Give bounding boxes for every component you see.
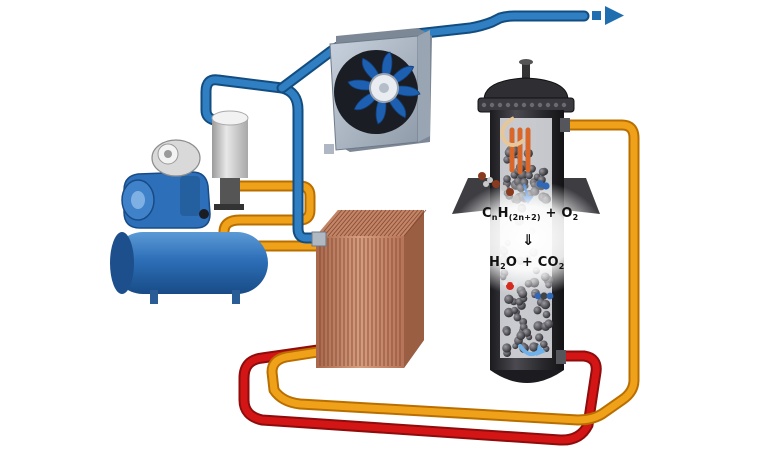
carbon-subscript: n [491, 213, 498, 222]
bolt [521, 102, 527, 108]
fin-top-line [339, 209, 363, 237]
hydrogen-symbol: H [497, 206, 509, 221]
fin-top-line [363, 209, 387, 237]
fin-top-line [399, 209, 423, 237]
bolt [529, 102, 535, 108]
catalyst-ball [503, 175, 511, 183]
co2-subscript: 2 [558, 262, 565, 271]
bolt [561, 102, 567, 108]
plus-sign: + [545, 206, 557, 221]
fin-top-line [371, 209, 395, 237]
fin-top-line [387, 209, 411, 237]
fin-top-line [351, 209, 375, 237]
fan-icon [334, 50, 421, 134]
co2-molecule-icon [534, 292, 554, 300]
bolt [513, 102, 519, 108]
bolt [497, 102, 503, 108]
catalyst-ball [525, 171, 533, 180]
catalyst-ball [529, 342, 539, 352]
hot-pipe [238, 344, 602, 446]
catalyst-ball [540, 299, 551, 310]
bolt [545, 102, 551, 108]
co2-symbol: CO [537, 255, 559, 270]
reaction-glow [450, 180, 606, 296]
catalyst-ball [516, 331, 526, 341]
fin-top-line [391, 209, 415, 237]
bolt [505, 102, 511, 108]
fin-top-line [367, 209, 391, 237]
water-h-symbol: H [489, 255, 501, 270]
bolt [537, 102, 543, 108]
fin-top-line [347, 209, 371, 237]
fin-top-line [395, 209, 419, 237]
catalyst-ball [513, 313, 522, 322]
fin-top-line [323, 209, 347, 237]
bolt [489, 102, 495, 108]
fin-top-line [343, 209, 367, 237]
catalyst-ball [544, 319, 554, 329]
carbon-symbol: C [482, 206, 492, 221]
catalyst-ball [540, 340, 548, 349]
water-o-symbol: O [505, 255, 518, 270]
catalyst-ball [533, 306, 542, 315]
bolt [553, 102, 559, 108]
oxygen-molecule-icon [536, 180, 550, 190]
fin-top-line [335, 209, 359, 237]
water-h-subscript: 2 [500, 262, 506, 271]
catalyst-ball [502, 343, 512, 353]
hydrogen-subscript: (2n+2) [508, 213, 541, 222]
fin-top-line [331, 209, 355, 237]
oxygen-subscript: 2 [572, 213, 579, 222]
arrow-right-icon [592, 6, 624, 25]
bolt [481, 102, 487, 108]
catalyst-ball [533, 321, 544, 331]
fin-top-line [375, 209, 399, 237]
fin-top-line [327, 209, 351, 237]
plus-sign: + [521, 255, 533, 270]
products-formula: H2O + CO2 [489, 255, 564, 271]
fin-top-line [379, 209, 403, 237]
heater-coil [509, 127, 531, 175]
catalyst-ball [538, 168, 547, 176]
fin-top-line [383, 209, 407, 237]
reaction-arrow: ⇓ [522, 231, 535, 249]
catalyst-ball [542, 310, 551, 319]
catalyst-ball [504, 294, 514, 304]
catalyst-ball [511, 306, 519, 314]
fin-top-line [359, 209, 383, 237]
fan-cooler [324, 28, 432, 154]
catalyst-ball [503, 328, 511, 336]
fin-top-line [355, 209, 379, 237]
fin-top-line [403, 209, 427, 237]
water-molecule-icon [502, 280, 518, 290]
reactants-formula: CnH(2n+2) + O2 [482, 206, 578, 222]
compressor [110, 110, 268, 304]
molecule-icon [478, 172, 519, 201]
heat-exchanger [311, 209, 427, 368]
catalyst-ball [535, 333, 544, 342]
oxygen-symbol: O [561, 206, 573, 221]
